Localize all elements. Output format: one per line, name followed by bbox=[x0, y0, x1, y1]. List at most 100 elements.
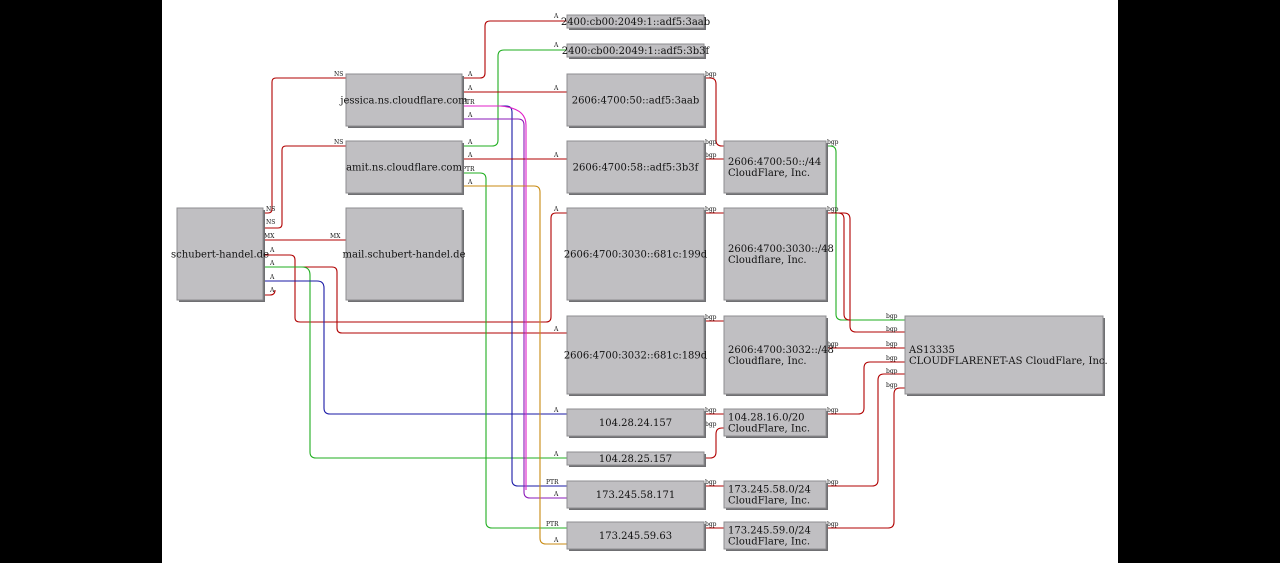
label-bgp-2: bgp bbox=[705, 139, 717, 146]
node-label: 2606:4700:50::/44 bbox=[728, 157, 821, 168]
node-label: CloudFlare, Inc. bbox=[728, 537, 810, 548]
edge-v4b-p4a bbox=[704, 427, 724, 459]
node-label: 173.245.58.171 bbox=[596, 490, 676, 501]
diagram-canvas: NS NS NS NS MX MX A A A A A A A A A A A … bbox=[162, 0, 1118, 563]
node-box bbox=[176, 207, 264, 301]
label-ns-2: NS bbox=[334, 139, 343, 146]
node-label: 104.28.24.157 bbox=[599, 418, 672, 429]
edge-domain-ns1-b bbox=[262, 145, 346, 229]
edge-ns1-v6b bbox=[462, 49, 567, 147]
edge-domain-v4b bbox=[262, 266, 567, 459]
node-label: 2606:4700:3032::681c:189d bbox=[564, 351, 708, 362]
label-a-16: A bbox=[467, 85, 473, 92]
label-bgp-3: bgp bbox=[705, 152, 717, 159]
node-label: 2606:4700:3030::/48 bbox=[728, 244, 834, 255]
node-label: mail.schubert-handel.de bbox=[343, 250, 466, 261]
node-box bbox=[345, 73, 463, 127]
label-a-11: A bbox=[553, 407, 559, 414]
label-a-1: A bbox=[269, 247, 275, 254]
node-label: 2606:4700:3032::/48 bbox=[728, 345, 834, 356]
node-ns1: jessica.ns.cloudflare.com bbox=[339, 73, 468, 128]
label-a-17: A bbox=[467, 112, 473, 119]
label-a-12: A bbox=[553, 451, 559, 458]
node-label: 173.245.59.63 bbox=[599, 531, 672, 542]
label-bgp-10: bgp bbox=[827, 139, 839, 146]
node-label: 2606:4700:50::adf5:3aab bbox=[572, 96, 700, 107]
edge-ns2-v4d bbox=[462, 185, 567, 545]
node-label: jessica.ns.cloudflare.com bbox=[339, 96, 468, 107]
edge-domain-v6e bbox=[262, 212, 567, 323]
node-box bbox=[723, 408, 827, 437]
edge-domain-extra bbox=[262, 289, 276, 296]
edge-p4a-as bbox=[826, 361, 905, 415]
edge-p4c-as bbox=[826, 387, 905, 529]
label-bgp-13: bgp bbox=[827, 407, 839, 414]
edge-domain-v4a bbox=[262, 280, 567, 415]
edge-ns1-v4c-b bbox=[462, 118, 567, 499]
node-box bbox=[723, 315, 827, 395]
node-label: CloudFlare, Inc. bbox=[728, 496, 810, 507]
node-box bbox=[566, 43, 705, 58]
label-bgp-17: bgp bbox=[886, 326, 898, 333]
node-label: schubert-handel.de bbox=[171, 250, 269, 261]
node-v4d: 173.245.59.63 bbox=[566, 521, 706, 551]
edge-p6a-as bbox=[826, 145, 905, 321]
node-label: 173.245.58.0/24 bbox=[728, 485, 811, 496]
node-box bbox=[345, 207, 463, 301]
node-v6f: 2606:4700:3032::681c:189d bbox=[564, 315, 708, 396]
label-a-10: A bbox=[553, 326, 559, 333]
node-box bbox=[723, 207, 827, 301]
edge-ns2-magenta bbox=[462, 105, 527, 490]
node-label: 2400:cb00:2049:1::adf5:3b3f bbox=[562, 46, 711, 57]
label-a-15: A bbox=[467, 71, 473, 78]
node-box bbox=[566, 14, 705, 29]
node-v6d: 2606:4700:58::adf5:3b3f bbox=[566, 140, 706, 195]
label-bgp-5: bgp bbox=[705, 314, 717, 321]
label-ptr-4: PTR bbox=[546, 521, 559, 528]
edges bbox=[262, 20, 905, 545]
label-mx-2: MX bbox=[330, 233, 341, 240]
node-v6e: 2606:4700:3030::681c:199d bbox=[564, 207, 708, 302]
node-v4a: 104.28.24.157 bbox=[566, 408, 706, 438]
label-a-7: A bbox=[553, 85, 559, 92]
node-label: 104.28.16.0/20 bbox=[728, 413, 805, 424]
node-label: 2606:4700:3030::681c:199d bbox=[564, 250, 708, 261]
node-mx: mail.schubert-handel.de bbox=[343, 207, 466, 302]
label-bgp-4: bgp bbox=[705, 206, 717, 213]
label-bgp-19: bgp bbox=[886, 355, 898, 362]
label-bgp-12: bgp bbox=[827, 341, 839, 348]
node-box bbox=[566, 140, 705, 194]
label-a-13: A bbox=[553, 491, 559, 498]
node-label: 2606:4700:58::adf5:3b3f bbox=[573, 163, 700, 174]
label-bgp-15: bgp bbox=[827, 521, 839, 528]
label-bgp-1: bgp bbox=[705, 71, 717, 78]
node-box bbox=[345, 140, 463, 194]
label-a-6: A bbox=[553, 42, 559, 49]
label-bgp-14: bgp bbox=[827, 479, 839, 486]
label-a-8: A bbox=[553, 152, 559, 159]
node-label: Cloudflare, Inc. bbox=[728, 255, 807, 266]
edge-p4b-as bbox=[826, 373, 905, 487]
label-bgp-16: bgp bbox=[886, 313, 898, 320]
node-label: CloudFlare, Inc. bbox=[728, 424, 810, 435]
label-a-4: A bbox=[269, 287, 275, 294]
label-a-2: A bbox=[269, 260, 275, 267]
node-label: 104.28.25.157 bbox=[599, 454, 672, 465]
label-a-14: A bbox=[553, 537, 559, 544]
node-label: Cloudflare, Inc. bbox=[728, 356, 807, 367]
node-box bbox=[904, 315, 1104, 395]
node-ns2: amit.ns.cloudflare.com bbox=[345, 140, 464, 195]
node-v6c: 2606:4700:50::adf5:3aab bbox=[566, 73, 706, 128]
node-v6b: 2400:cb00:2049:1::adf5:3b3f bbox=[562, 43, 711, 59]
node-box bbox=[566, 408, 705, 437]
edge-labels: NS NS NS NS MX MX A A A A A A A A A A A … bbox=[264, 13, 898, 544]
label-bgp-8: bgp bbox=[705, 479, 717, 486]
node-box bbox=[723, 480, 827, 509]
node-box bbox=[566, 451, 705, 466]
